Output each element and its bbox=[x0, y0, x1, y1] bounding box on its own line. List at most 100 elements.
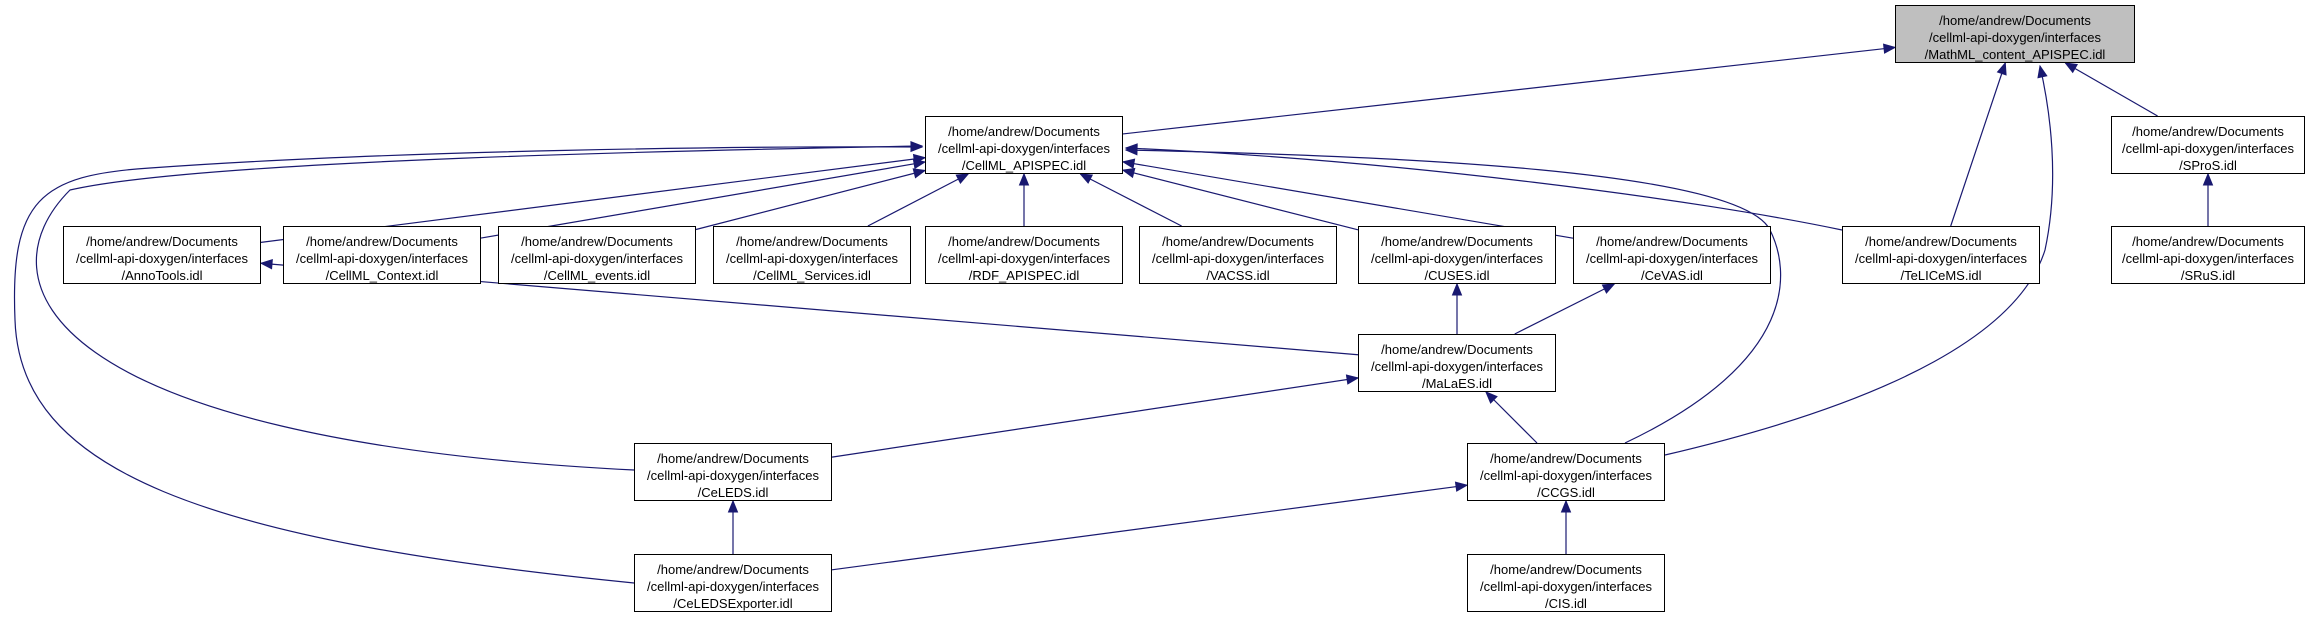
node-annotools-line-3: /AnnoTools.idl bbox=[121, 268, 203, 283]
node-annotools-line-1: /home/andrew/Documents bbox=[86, 234, 238, 249]
node-cevas[interactable]: /home/andrew/Documents /cellml-api-doxyg… bbox=[1573, 226, 1771, 284]
node-cis-line-1: /home/andrew/Documents bbox=[1490, 562, 1642, 577]
edge-exporter-to-ccgs-arrowhead bbox=[1454, 481, 1469, 492]
node-cellml-apispec[interactable]: /home/andrew/Documents /cellml-api-doxyg… bbox=[925, 116, 1123, 174]
edge-malaes-to-cuses-arrowhead bbox=[1451, 282, 1463, 296]
node-cellml-line-1: /home/andrew/Documents bbox=[948, 124, 1100, 139]
edge-ccgs-to-cellml-arrowhead bbox=[1124, 145, 1138, 156]
node-cuses-line-1: /home/andrew/Documents bbox=[1381, 234, 1533, 249]
node-celeds-line-1: /home/andrew/Documents bbox=[657, 451, 809, 466]
node-context-line-2: /cellml-api-doxygen/interfaces bbox=[296, 251, 468, 266]
node-vacss-line-2: /cellml-api-doxygen/interfaces bbox=[1152, 251, 1324, 266]
node-cuses[interactable]: /home/andrew/Documents /cellml-api-doxyg… bbox=[1358, 226, 1556, 284]
node-spros-line-2: /cellml-api-doxygen/interfaces bbox=[2122, 141, 2294, 156]
edge-cevas-to-cellml bbox=[1122, 161, 1574, 239]
edge-events-to-cellml bbox=[695, 169, 926, 231]
node-mathml-line-3: /MathML_content_APISPEC.idl bbox=[1924, 47, 2106, 62]
edge-spros-to-mathml bbox=[2065, 62, 2158, 117]
node-context-line-3: /CellML_Context.idl bbox=[325, 268, 439, 283]
node-celeds-exporter[interactable]: /home/andrew/Documents /cellml-api-doxyg… bbox=[634, 554, 832, 612]
node-events-line-1: /home/andrew/Documents bbox=[521, 234, 673, 249]
node-exporter-line-2: /cellml-api-doxygen/interfaces bbox=[647, 579, 819, 594]
node-spros-line-3: /SProS.idl bbox=[2179, 158, 2237, 173]
edge-cuses-to-cellml bbox=[1122, 169, 1359, 231]
node-rdf-line-1: /home/andrew/Documents bbox=[948, 234, 1100, 249]
edge-ccgs-to-malaes bbox=[1485, 391, 1538, 444]
edge-celeds-to-malaes-arrowhead bbox=[1345, 374, 1360, 385]
node-rdf-line-2: /cellml-api-doxygen/interfaces bbox=[938, 251, 1110, 266]
node-srus-line-3: /SRuS.idl bbox=[2180, 268, 2236, 283]
node-services-line-2: /cellml-api-doxygen/interfaces bbox=[726, 251, 898, 266]
edge-cellml-to-mathml bbox=[1122, 46, 1896, 135]
node-ccgs-line-3: /CCGS.idl bbox=[1537, 485, 1595, 500]
edge-services-to-cellml bbox=[867, 173, 969, 227]
node-srus[interactable]: /home/andrew/Documents /cellml-api-doxyg… bbox=[2111, 226, 2305, 284]
node-telicems-line-1: /home/andrew/Documents bbox=[1865, 234, 2017, 249]
node-mathml-content-apispec: /home/andrew/Documents /cellml-api-doxyg… bbox=[1895, 5, 2135, 63]
edge-events-to-cellml-arrowhead bbox=[912, 168, 927, 179]
node-telicems[interactable]: /home/andrew/Documents /cellml-api-doxyg… bbox=[1842, 226, 2040, 284]
node-celeds-line-2: /cellml-api-doxygen/interfaces bbox=[647, 468, 819, 483]
node-ccgs-line-1: /home/andrew/Documents bbox=[1490, 451, 1642, 466]
node-telicems-line-3: /TeLICeMS.idl bbox=[1900, 268, 1982, 283]
node-malaes[interactable]: /home/andrew/Documents /cellml-api-doxyg… bbox=[1358, 334, 1556, 392]
node-cis-line-2: /cellml-api-doxygen/interfaces bbox=[1480, 579, 1652, 594]
edge-exporter-to-cellml bbox=[13, 146, 923, 584]
edge-exporter-to-cellml-arrowhead bbox=[910, 141, 924, 153]
node-cellml-line-3: /CellML_APISPEC.idl bbox=[961, 158, 1087, 173]
edge-exporter-to-celeds-arrowhead bbox=[727, 499, 739, 513]
node-srus-line-2: /cellml-api-doxygen/interfaces bbox=[2122, 251, 2294, 266]
node-ccgs-line-2: /cellml-api-doxygen/interfaces bbox=[1480, 468, 1652, 483]
edge-rdf-to-cellml-arrowhead bbox=[1018, 172, 1030, 186]
node-spros[interactable]: /home/andrew/Documents /cellml-api-doxyg… bbox=[2111, 116, 2305, 174]
node-cellml-events[interactable]: /home/andrew/Documents /cellml-api-doxyg… bbox=[498, 226, 696, 284]
node-annotools-line-2: /cellml-api-doxygen/interfaces bbox=[76, 251, 248, 266]
node-vacss-line-1: /home/andrew/Documents bbox=[1162, 234, 1314, 249]
node-annotools[interactable]: /home/andrew/Documents /cellml-api-doxyg… bbox=[63, 226, 261, 284]
edge-ccgs-to-cellml bbox=[1125, 149, 1782, 444]
node-cellml-context[interactable]: /home/andrew/Documents /cellml-api-doxyg… bbox=[283, 226, 481, 284]
node-events-line-3: /CellML_events.idl bbox=[543, 268, 651, 283]
edge-exporter-to-ccgs bbox=[831, 484, 1468, 571]
node-cuses-line-2: /cellml-api-doxygen/interfaces bbox=[1371, 251, 1543, 266]
node-services-line-1: /home/andrew/Documents bbox=[736, 234, 888, 249]
edge-malaes-to-annotools-arrowhead bbox=[259, 258, 273, 270]
edge-cellml-to-mathml-arrowhead bbox=[1882, 43, 1897, 54]
node-cuses-line-3: /CUSES.idl bbox=[1424, 268, 1490, 283]
node-mathml-line-2: /cellml-api-doxygen/interfaces bbox=[1929, 30, 2101, 45]
node-celeds[interactable]: /home/andrew/Documents /cellml-api-doxyg… bbox=[634, 443, 832, 501]
node-cis-line-3: /CIS.idl bbox=[1545, 596, 1587, 611]
node-ccgs[interactable]: /home/andrew/Documents /cellml-api-doxyg… bbox=[1467, 443, 1665, 501]
edge-spros-to-mathml-arrowhead bbox=[2064, 62, 2079, 74]
node-cellml-services[interactable]: /home/andrew/Documents /cellml-api-doxyg… bbox=[713, 226, 911, 284]
edge-context-to-cellml-arrowhead bbox=[912, 158, 927, 170]
node-srus-line-1: /home/andrew/Documents bbox=[2132, 234, 2284, 249]
node-cevas-line-2: /cellml-api-doxygen/interfaces bbox=[1586, 251, 1758, 266]
node-rdf-apispec[interactable]: /home/andrew/Documents /cellml-api-doxyg… bbox=[925, 226, 1123, 284]
edge-services-to-cellml-arrowhead bbox=[955, 173, 970, 184]
edge-ccgs-to-malaes-arrowhead bbox=[1485, 391, 1498, 404]
node-telicems-line-2: /cellml-api-doxygen/interfaces bbox=[1855, 251, 2027, 266]
node-celeds-line-3: /CeLEDS.idl bbox=[697, 485, 769, 500]
node-services-line-3: /CellML_Services.idl bbox=[753, 268, 871, 283]
edge-telicems-to-mathml bbox=[1950, 62, 2006, 227]
edge-malaes-to-cevas bbox=[1514, 283, 1615, 335]
edge-malaes-to-cevas-arrowhead bbox=[1601, 283, 1616, 294]
edge-celeds-to-cellml bbox=[35, 145, 923, 471]
node-rdf-line-3: /RDF_APISPEC.idl bbox=[968, 268, 1080, 283]
node-cevas-line-1: /home/andrew/Documents bbox=[1596, 234, 1748, 249]
edge-vacss-to-cellml-arrowhead bbox=[1079, 173, 1094, 184]
node-cis[interactable]: /home/andrew/Documents /cellml-api-doxyg… bbox=[1467, 554, 1665, 612]
edge-cis-to-ccgs-arrowhead bbox=[1560, 499, 1572, 513]
node-vacss[interactable]: /home/andrew/Documents /cellml-api-doxyg… bbox=[1139, 226, 1337, 284]
node-malaes-line-3: /MaLaES.idl bbox=[1421, 376, 1493, 391]
edge-vacss-to-cellml bbox=[1080, 173, 1182, 227]
node-spros-line-1: /home/andrew/Documents bbox=[2132, 124, 2284, 139]
edge-celeds-to-malaes bbox=[831, 377, 1359, 458]
node-malaes-line-1: /home/andrew/Documents bbox=[1381, 342, 1533, 357]
node-events-line-2: /cellml-api-doxygen/interfaces bbox=[511, 251, 683, 266]
node-malaes-line-2: /cellml-api-doxygen/interfaces bbox=[1371, 359, 1543, 374]
node-cellml-line-2: /cellml-api-doxygen/interfaces bbox=[938, 141, 1110, 156]
